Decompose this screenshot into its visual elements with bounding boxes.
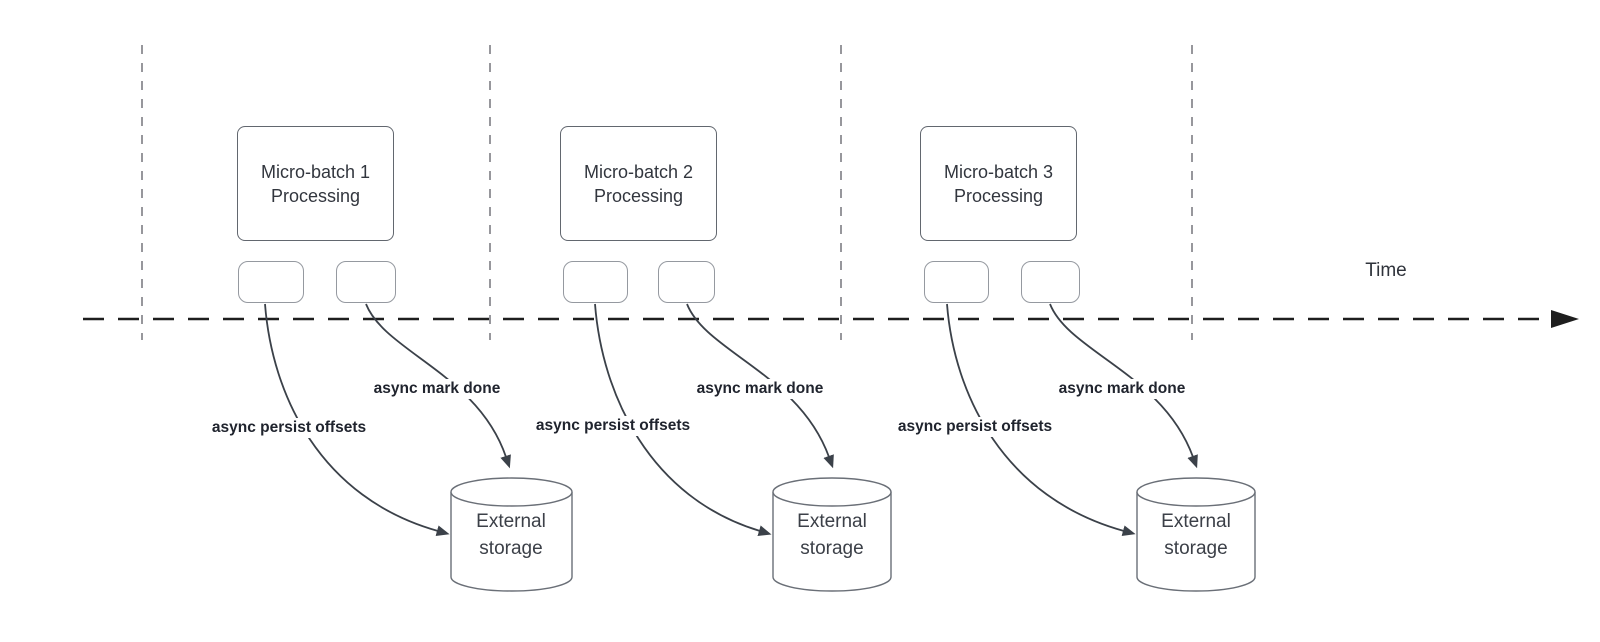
micro-batch-3-label-line1: Micro-batch 3 <box>943 161 1054 182</box>
mark-done-edge-2 <box>686 303 834 469</box>
external-storage-label-3-line1: External <box>1161 511 1231 532</box>
mark-done-edge-1 <box>365 303 511 469</box>
persist-offsets-label-1: async persist offsets <box>208 418 370 438</box>
external-storage-label-3-line2: storage <box>1164 538 1228 559</box>
external-storage-label-2: External storage <box>797 508 867 562</box>
storage-cylinder-top-1 <box>450 477 573 507</box>
micro-batch-2-processing-box: Micro-batch 2 Processing <box>560 126 717 241</box>
persist-offsets-edge-3 <box>946 303 1136 537</box>
time-axis-label: Time <box>1365 260 1407 281</box>
mark-done-label-2: async mark done <box>693 379 827 399</box>
persist-offsets-label-3: async persist offsets <box>894 417 1056 437</box>
storage-cylinder-top-2 <box>772 477 892 507</box>
persist-offsets-label-2: async persist offsets <box>532 416 694 436</box>
persist-offsets-task-box-3 <box>924 261 989 303</box>
external-storage-label-3: External storage <box>1161 508 1231 562</box>
micro-batch-2-label-line1: Micro-batch 2 <box>583 161 694 182</box>
external-storage-label-2-line1: External <box>797 511 867 532</box>
micro-batch-1-label-line1: Micro-batch 1 <box>260 161 371 182</box>
external-storage-label-1-line2: storage <box>479 538 543 559</box>
external-storage-label-1: External storage <box>476 508 546 562</box>
storage-cylinder-body-3 <box>1136 492 1256 592</box>
persist-offsets-task-box-1 <box>238 261 304 303</box>
micro-batch-1-label-line2: Processing <box>270 185 361 206</box>
storage-cylinder-body-1 <box>450 492 573 592</box>
micro-batch-3-label-line2: Processing <box>953 185 1044 206</box>
persist-offsets-edge-2 <box>594 303 772 536</box>
mark-done-label-3: async mark done <box>1055 379 1189 399</box>
persist-offsets-task-box-2 <box>563 261 628 303</box>
mark-done-task-box-1 <box>336 261 396 303</box>
mark-done-label-1: async mark done <box>370 379 504 399</box>
mark-done-task-box-2 <box>658 261 715 303</box>
micro-batch-2-label-line2: Processing <box>593 185 684 206</box>
time-axis-arrowhead-icon <box>1551 310 1579 328</box>
storage-cylinder-body-2 <box>772 492 892 592</box>
micro-batch-3-processing-box: Micro-batch 3 Processing <box>920 126 1077 241</box>
mark-done-edge-3 <box>1049 303 1198 469</box>
mark-done-task-box-3 <box>1021 261 1080 303</box>
external-storage-label-2-line2: storage <box>800 538 864 559</box>
external-storage-label-1-line1: External <box>476 511 546 532</box>
persist-offsets-edge-1 <box>264 303 450 537</box>
micro-batch-1-processing-box: Micro-batch 1 Processing <box>237 126 394 241</box>
storage-cylinder-top-3 <box>1136 477 1256 507</box>
